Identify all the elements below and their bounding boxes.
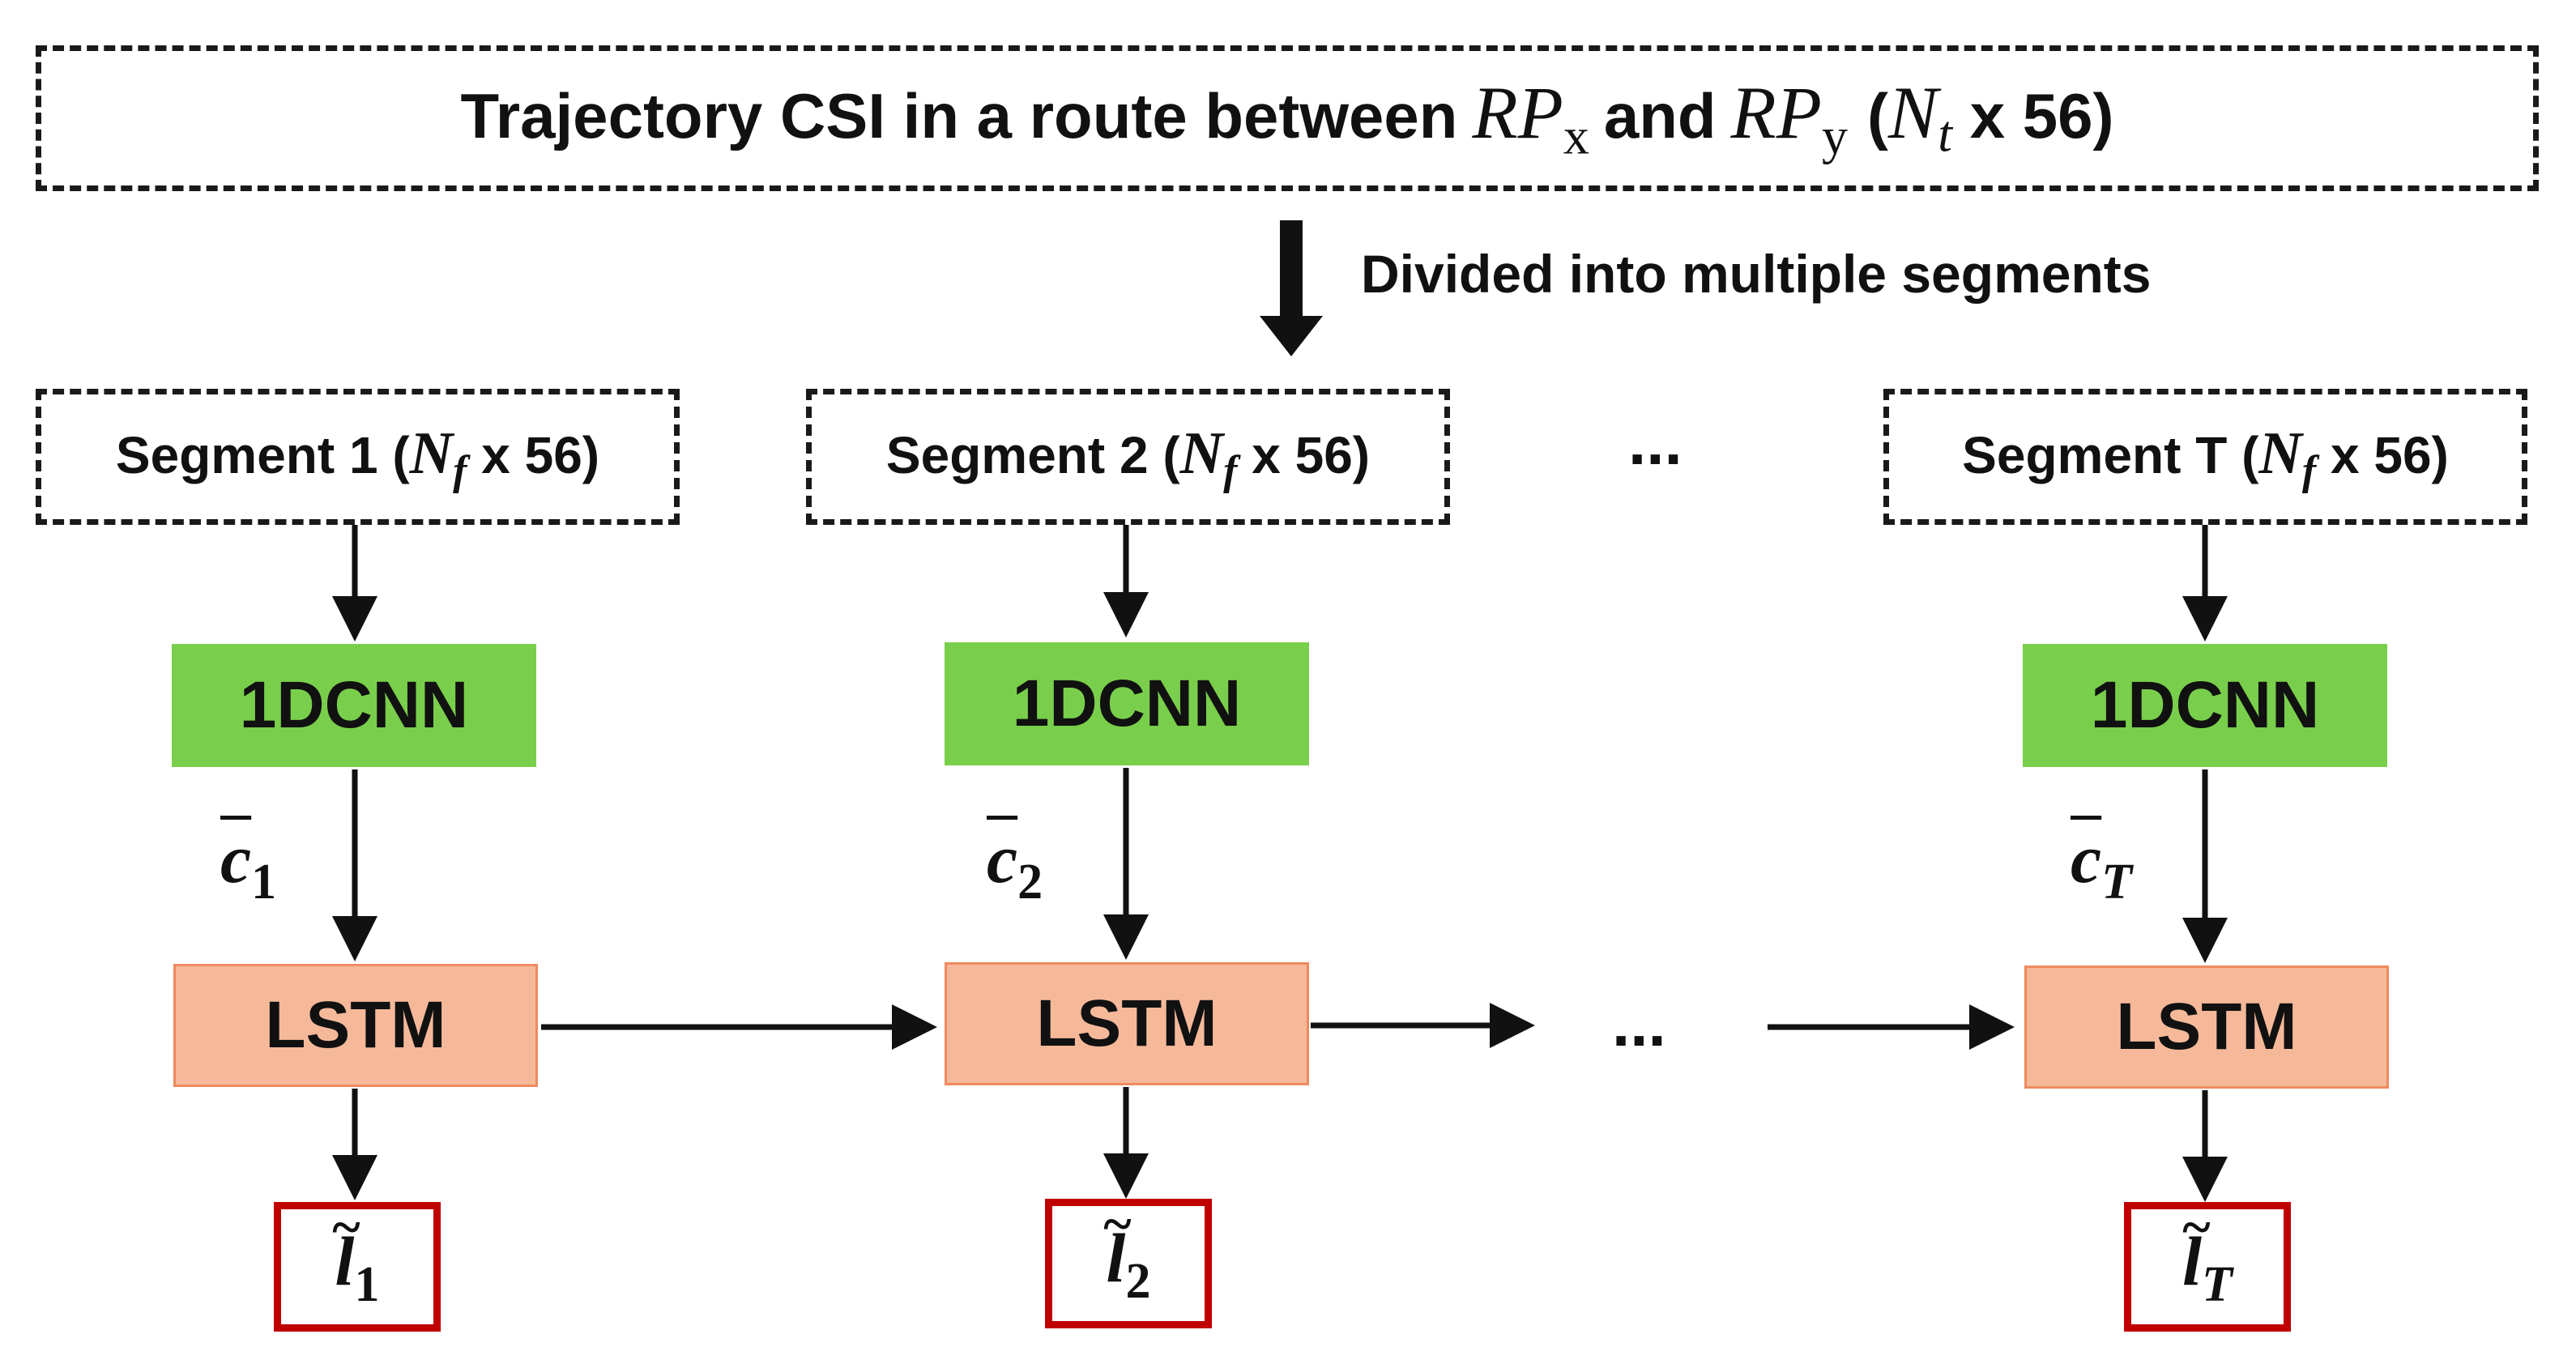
- output-1-box: l1: [274, 1202, 441, 1332]
- lstm-ellipsis: ...: [1612, 987, 1666, 1059]
- lstm-2-box: LSTM: [945, 962, 1309, 1085]
- segment-1-box: Segment 1 (Nf x 56): [36, 389, 680, 525]
- cnn-1-label: 1DCNN: [239, 668, 469, 742]
- cnn-2-box: 1DCNN: [945, 642, 1309, 765]
- tilde-mark-1: ~: [331, 1198, 361, 1257]
- lstm-t-box: LSTM: [2024, 965, 2389, 1089]
- feature-c1: c1: [220, 820, 277, 910]
- segment-ellipsis: ...: [1628, 406, 1683, 478]
- tilde-mark-t: ~: [2181, 1198, 2211, 1257]
- divide-label: Divided into multiple segments: [1361, 244, 2152, 304]
- cnn-t-label: 1DCNN: [2090, 668, 2320, 742]
- output-lt: lT: [2182, 1221, 2233, 1312]
- segment-2-label: Segment 2 (Nf x 56): [885, 420, 1371, 494]
- output-t-box: lT: [2124, 1202, 2291, 1332]
- segment-t-label: Segment T (Nf x 56): [1962, 420, 2449, 494]
- segment-t-box: Segment T (Nf x 56): [1883, 389, 2527, 525]
- output-l2: l2: [1106, 1218, 1151, 1309]
- trajectory-csi-box: Trajectory CSI in a route between RPx an…: [36, 45, 2539, 191]
- segment-1-label: Segment 1 (Nf x 56): [115, 420, 600, 494]
- rp-y-symbol: RPy: [1730, 71, 1848, 165]
- cnn-1-box: 1DCNN: [172, 644, 536, 767]
- segment-2-box: Segment 2 (Nf x 56): [806, 389, 1450, 525]
- cnn-2-label: 1DCNN: [1012, 667, 1242, 740]
- output-l1: l1: [335, 1221, 380, 1312]
- rp-x-symbol: RPx: [1472, 71, 1589, 165]
- header-and: and: [1603, 80, 1717, 152]
- divide-arrow: [1260, 220, 1323, 356]
- output-2-box: l2: [1045, 1199, 1212, 1328]
- cnn-t-box: 1DCNN: [2023, 644, 2387, 767]
- feature-c2: c2: [987, 820, 1043, 910]
- trajectory-csi-title: Trajectory CSI in a route between RPx an…: [460, 70, 2113, 166]
- lstm-t-label: LSTM: [2116, 990, 2297, 1063]
- header-text: Trajectory CSI in a route between: [460, 80, 1458, 152]
- lstm-1-box: LSTM: [173, 964, 538, 1087]
- lstm-1-label: LSTM: [265, 988, 446, 1062]
- header-dims: (Nt x 56): [1866, 71, 2114, 163]
- lstm-2-label: LSTM: [1036, 987, 1218, 1060]
- feature-ct: cT: [2071, 820, 2133, 910]
- tilde-mark-2: ~: [1102, 1195, 1132, 1254]
